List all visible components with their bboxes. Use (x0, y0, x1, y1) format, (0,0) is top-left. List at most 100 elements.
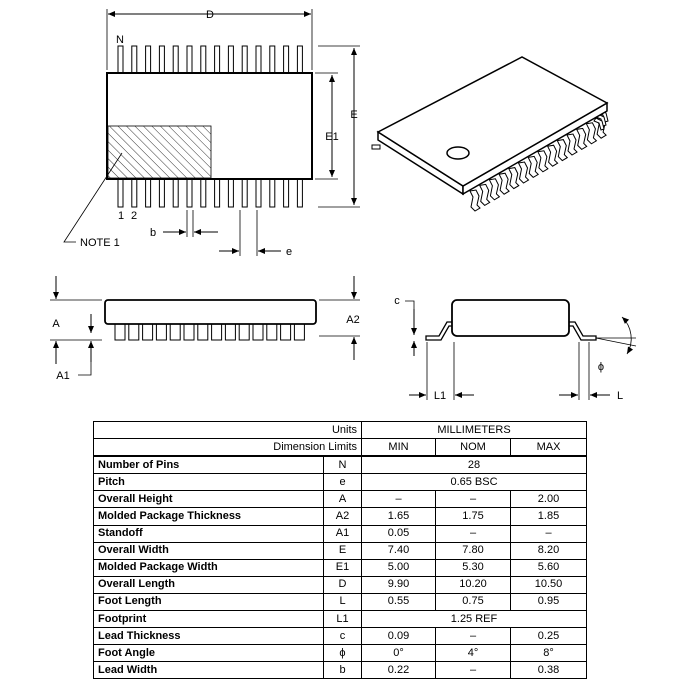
side-view: A A1 A2 (50, 276, 360, 382)
iso-lead (508, 167, 520, 190)
top-lead-lower (255, 178, 262, 208)
iso-lead (585, 122, 598, 145)
side-lead (224, 323, 236, 341)
dim-phi-arc (621, 316, 634, 355)
note-1-label: NOTE 1 (80, 237, 120, 249)
top-lead-upper (214, 45, 221, 74)
row-nom: 5.30 (435, 558, 511, 577)
top-leads-upper (117, 45, 303, 74)
row-symbol: L1 (323, 610, 362, 629)
dim-A-label: A (52, 318, 60, 330)
iso-lead (478, 183, 491, 207)
row-symbol: c (323, 627, 362, 646)
row-symbol: ϕ (323, 644, 362, 663)
top-lead-lower (227, 178, 234, 208)
dim-A1-label: A1 (56, 370, 69, 382)
top-lead-upper (158, 45, 165, 74)
side-lead (128, 323, 140, 341)
top-lead-lower (269, 178, 276, 208)
row-symbol: A2 (323, 507, 362, 526)
dim-c-leader (405, 300, 415, 309)
row-symbol: E1 (323, 558, 362, 577)
top-lead-upper (283, 45, 290, 74)
top-lead-upper (117, 45, 124, 74)
side-leads (114, 323, 305, 341)
limits-label: Dimension Limits (93, 438, 362, 457)
row-max: 0.95 (510, 592, 587, 612)
row-name: Overall Height (93, 490, 324, 509)
row-symbol: L (323, 592, 362, 612)
row-min: 0° (361, 644, 436, 663)
row-name: Standoff (93, 524, 324, 543)
row-name: Overall Width (93, 541, 324, 560)
row-symbol: A1 (323, 524, 362, 543)
row-name: Number of Pins (93, 455, 324, 475)
top-lead-upper (200, 45, 207, 74)
row-name: Foot Angle (93, 644, 324, 663)
top-lead-upper (186, 45, 193, 74)
dimension-table: Units MILLIMETERS Dimension Limits MIN N… (93, 420, 587, 680)
top-lead-upper (255, 45, 262, 74)
iso-lead (556, 139, 569, 162)
dim-e-label: e (286, 246, 292, 258)
dim-phi-foot-line (595, 337, 637, 347)
iso-lead (537, 150, 549, 173)
top-lead-upper (269, 45, 276, 74)
row-name: Molded Package Width (93, 558, 324, 577)
side-body (104, 299, 317, 325)
end-body (451, 299, 570, 337)
side-lead (114, 323, 126, 341)
side-lead (183, 323, 195, 341)
row-min: 1.65 (361, 507, 436, 526)
dim-b-label: b (150, 227, 156, 239)
side-lead (169, 323, 181, 341)
side-lead (211, 323, 223, 341)
side-lead (155, 323, 167, 341)
note-leader (63, 152, 123, 243)
row-min: 9.90 (361, 575, 436, 594)
iso-pin1-dimple (446, 146, 470, 160)
end-view: c L1 L ϕ (394, 295, 637, 402)
top-lead-lower (117, 178, 124, 208)
dim-A2-label: A2 (346, 314, 359, 326)
isometric-view (371, 56, 609, 212)
row-symbol: E (323, 541, 362, 560)
iso-lead (469, 189, 481, 212)
top-lead-lower (158, 178, 165, 208)
top-lead-lower (214, 178, 221, 208)
row-symbol: b (323, 661, 362, 680)
row-min: 0.22 (361, 661, 436, 680)
pin1-hatch-area (107, 125, 212, 179)
row-nom: – (435, 524, 511, 543)
col-nom-header: NOM (435, 438, 511, 457)
row-symbol: D (323, 575, 362, 594)
row-max: 8.20 (510, 541, 587, 560)
row-value-span: 28 (361, 455, 587, 475)
row-nom: – (435, 661, 511, 680)
iso-lead (593, 117, 605, 131)
iso-lead (517, 161, 530, 184)
header-units-row: Units MILLIMETERS (93, 420, 587, 440)
top-lead-lower (186, 178, 193, 208)
iso-leads (469, 109, 609, 212)
row-name: Molded Package Thickness (93, 507, 324, 526)
top-lead-lower (172, 178, 179, 208)
dim-E-label: E (350, 109, 357, 121)
iso-lead (527, 155, 540, 179)
end-lead-right (568, 321, 597, 341)
row-min: 0.55 (361, 592, 436, 612)
row-nom: 0.75 (435, 592, 511, 612)
row-symbol: A (323, 490, 362, 509)
units-label: Units (93, 420, 362, 440)
row-nom: 10.20 (435, 575, 511, 594)
side-lead (280, 323, 292, 341)
